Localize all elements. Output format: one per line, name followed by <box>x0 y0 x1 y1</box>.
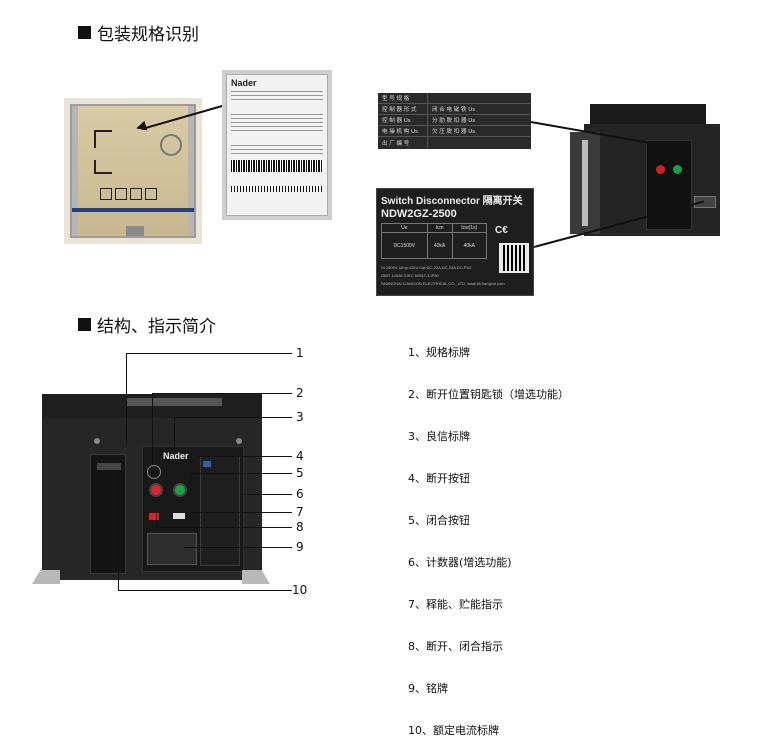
rating-value: DC1500V <box>381 232 428 259</box>
legend-item: 7、释能、贮能指示 <box>408 598 503 611</box>
section-title-text: 包装规格识别 <box>97 25 199 45</box>
package-label: Nader <box>226 74 328 216</box>
legend-item: 5、闭合按钮 <box>408 514 470 527</box>
open-button-icon <box>149 483 163 497</box>
rated-current-plate-area <box>90 454 126 574</box>
crate <box>70 104 196 238</box>
ce-mark-icon: C€ <box>495 225 508 236</box>
specification-nameplate: 型 号 规 格 控 制 器 形 式闭 合 电 磁 铁 Us 控 制 器 Us 分 … <box>378 93 531 149</box>
callout-number: 1 <box>296 346 304 360</box>
callout-number: 4 <box>296 449 304 463</box>
rating-footer: Ui:1500V Uimp:12kV Cat:DC-22A DC-23A DC-… <box>381 265 472 270</box>
rating-plate-title: Switch Disconnector 隔离开关 <box>381 196 523 207</box>
rating-header: Icw(1s) <box>451 223 488 233</box>
handling-symbols-icon <box>100 188 157 200</box>
rating-value: 40kA <box>451 232 488 259</box>
legend-item: 10、额定电流标牌 <box>408 724 499 737</box>
rating-plate-model: NDW2GZ-2500 <box>381 208 457 220</box>
breaker-photo-side <box>570 96 726 244</box>
legend-item: 6、计数器(增选功能) <box>408 556 512 569</box>
callout-number: 10 <box>292 583 308 597</box>
section-title-text: 结构、指示简介 <box>97 317 216 337</box>
rating-footer: GB/T 14048.3 IEC 60947-3 IP30 <box>381 273 439 278</box>
nameplate-value: 闭 合 电 磁 铁 Us <box>432 107 476 113</box>
legend-item: 1、规格标牌 <box>408 346 470 359</box>
rating-header: Icm <box>426 223 453 233</box>
breaker-control-panel <box>646 140 692 230</box>
nameplate-label: 电 操 机 构 Us <box>378 126 428 136</box>
legend-item: 4、断开按钮 <box>408 472 470 485</box>
rating-value: 40kA <box>426 232 453 259</box>
callout-number: 7 <box>296 505 304 519</box>
rating-table: Ue Icm Icw(1s) DC1500V 40kA 40kA <box>381 223 488 259</box>
rating-plate: Switch Disconnector 隔离开关 NDW2GZ-2500 Ue … <box>376 188 534 296</box>
rating-header: Ue <box>381 223 428 233</box>
nameplate-label: 出 厂 编 号 <box>378 137 428 148</box>
callout-number: 9 <box>296 540 304 554</box>
red-button-icon <box>656 165 665 174</box>
legend-item: 3、良信标牌 <box>408 430 470 443</box>
nameplate-label: 控 制 器 Us <box>378 115 428 125</box>
callout-number: 3 <box>296 410 304 424</box>
nameplate-value: 分 励 脱 扣 器 Us <box>432 118 476 124</box>
recycle-icon <box>160 134 182 156</box>
key-lock-icon <box>147 465 161 479</box>
nameplate-label: 控 制 器 形 式 <box>378 104 428 114</box>
nameplate-label: 型 号 规 格 <box>378 93 428 103</box>
qr-code-icon <box>499 243 529 273</box>
energy-indicator-icon <box>173 513 185 519</box>
barcode-small-icon <box>231 186 323 192</box>
breaker-brand: Nader <box>163 451 189 461</box>
open-close-indicator-icon <box>149 513 159 520</box>
section-title-structure: 结构、指示简介 <box>78 312 216 337</box>
nameplate-value: 欠 压 脱 扣 器 Us <box>432 129 476 135</box>
bullet-square-icon <box>78 26 91 39</box>
package-label-photo: Nader <box>222 70 332 220</box>
callout-number: 2 <box>296 386 304 400</box>
label-brand: Nader <box>231 78 257 88</box>
nameplate-area <box>147 533 197 565</box>
callout-number: 5 <box>296 466 304 480</box>
bullet-square-icon <box>78 318 91 331</box>
legend-item: 2、断开位置钥匙锁（增选功能） <box>408 388 569 401</box>
callout-number: 6 <box>296 487 304 501</box>
callout-number: 8 <box>296 520 304 534</box>
legend-item: 9、铭牌 <box>408 682 448 695</box>
legend-item: 8、断开、闭合指示 <box>408 640 503 653</box>
rating-footer: SHANGHAI LIANGXIN ELECTRICAL CO., LTD. w… <box>381 281 505 286</box>
green-button-icon <box>673 165 682 174</box>
close-button-icon <box>173 483 187 497</box>
section-title-packaging: 包装规格识别 <box>78 20 199 45</box>
packing-crate-photo <box>64 98 202 244</box>
barcode-icon <box>231 160 323 172</box>
